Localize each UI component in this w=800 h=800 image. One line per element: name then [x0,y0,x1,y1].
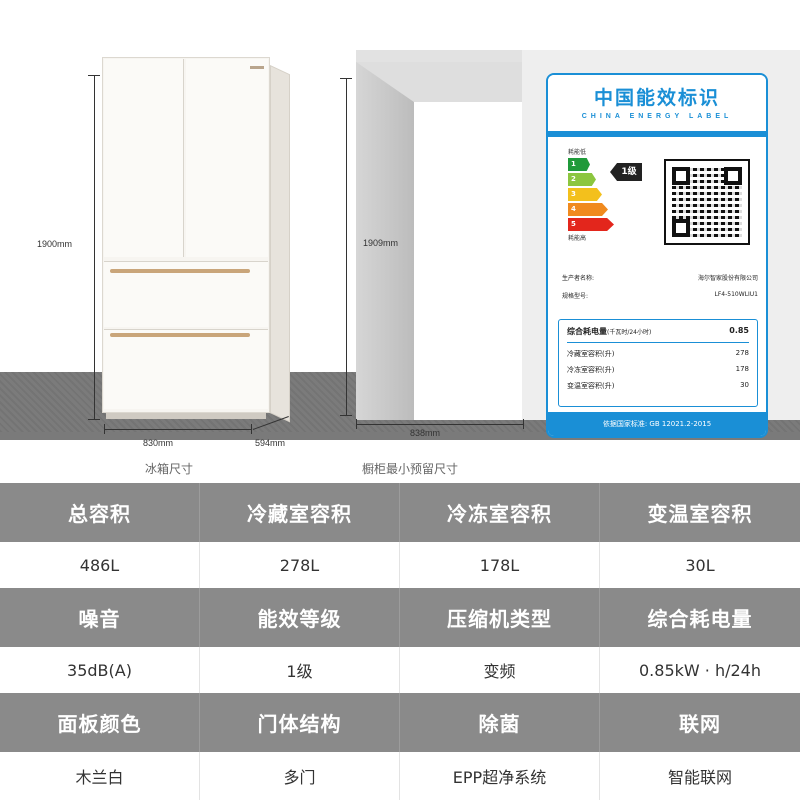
grade-bar-5: 5 [568,218,614,231]
model-label: 规格型号: [562,293,589,300]
drawer-handle [110,269,250,273]
freezer-volume-label: 冷冻室容积(升) [567,366,615,374]
energy-label-band [548,131,766,137]
spec-header-total-capacity: 总容积 [0,483,200,542]
energy-label-title: 中国能效标识 [593,87,720,109]
qr-code-icon [664,159,750,245]
spec-value-energy-grade: 1级 [200,647,400,693]
spec-value-sterilization: EPP超净系统 [400,752,600,800]
cabinet-inner-left [356,62,414,420]
energy-data-box: 综合耗电量(千瓦时/24小时) 0.85 冷藏室容积(升) 278 冷冻室容积(… [558,319,758,407]
cabinet-dimensions-caption: 橱柜最小预留尺寸 [362,462,459,476]
spec-value-compressor: 变频 [400,647,600,693]
cabinet-height-label: 1909mm [363,238,399,248]
china-energy-label: 中国能效标识 CHINA ENERGY LABEL 耗能低 1 2 3 4 5 … [546,73,768,438]
spec-header-panel-color: 面板颜色 [0,693,200,752]
grade-bar-4: 4 [568,203,608,216]
spec-header-row: 面板颜色 门体结构 除菌 联网 [0,693,800,752]
qr-finder [724,167,742,185]
fridge-width-tick-left [104,424,105,434]
fridge-dimensions-caption: 冰箱尺寸 [145,462,194,476]
grade-bar-3: 3 [568,188,602,201]
fridge-width-tick-right [251,424,252,434]
fridge-depth-label: 594mm [255,438,286,448]
consumption-value: 0.85 [729,326,749,335]
scale-high-text: 耗能高 [568,235,587,242]
qr-finder [672,219,690,237]
grade-bar-1: 1 [568,158,590,171]
product-illustration: 1900mm 830mm 594mm 1909mm 838mm [0,50,800,483]
cabinet-opening [414,102,522,420]
fridge-drawer-upper [104,261,268,327]
spec-value-panel-color: 木兰白 [0,752,200,800]
fridge-height-tick-bottom [88,419,100,420]
qr-finder [672,167,690,185]
spec-header-compressor: 压缩机类型 [400,588,600,647]
fridge-volume-value: 278 [735,349,749,357]
energy-label-subtitle: CHINA ENERGY LABEL [581,113,733,120]
fridge-width-line [104,429,252,430]
fridge-left-door [104,59,184,257]
energy-label-meta: 生产者名称: 海尔智家股份有限公司 规格型号: LF4-510WLIU1 [562,273,758,309]
variable-volume-value: 30 [740,381,749,389]
cabinet-height-tick-bottom [340,415,352,416]
variable-volume-label: 变温室容积(升) [567,382,615,390]
spec-header-noise: 噪音 [0,588,200,647]
spec-header-energy-grade: 能效等级 [200,588,400,647]
spec-header-row: 总容积 冷藏室容积 冷冻室容积 变温室容积 [0,483,800,542]
energy-label-header: 中国能效标识 CHINA ENERGY LABEL [548,75,766,131]
fridge-height-tick-top [88,75,100,76]
spec-value-total-capacity: 486L [0,542,200,588]
grade-indicator: 1级 [610,163,642,181]
cabinet-width-label: 838mm [410,428,441,438]
spec-value-variable-capacity: 30L [685,555,715,575]
brand-logo-mark [250,66,264,69]
fridge-base [106,413,266,419]
cabinet-height-tick-top [340,78,352,79]
spec-header-fridge-capacity: 冷藏室容积 [200,483,400,542]
manufacturer-value: 海尔智家股份有限公司 [697,275,758,282]
spec-value-row: 35dB(A) 1级 变频 0.85kW · h/24h [0,647,800,693]
fridge-image [102,57,290,423]
spec-value-row: 木兰白 多门 EPP超净系统 智能联网 [0,752,800,800]
spec-value-row: 486L 278L 178L 30L [0,542,800,588]
floor-bottom-band [0,440,800,483]
consumption-unit: (千瓦时/24小时) [607,329,652,336]
cabinet-width-line [356,424,524,425]
consumption-label: 综合耗电量 [567,327,607,336]
freezer-volume-value: 178 [735,365,749,373]
spec-value-fridge-capacity: 278L [200,542,400,588]
spec-table: 总容积 冷藏室容积 冷冻室容积 变温室容积 486L 278L 178L 30L… [0,483,800,800]
cabinet-width-tick-right [523,419,524,429]
grade-bar-2: 2 [568,173,596,186]
spec-value-door-structure: 多门 [200,752,400,800]
spec-value-power-consumption: 0.85kW · h/24h [639,660,761,680]
scale-low-text: 耗能低 [568,149,587,156]
spec-header-network: 联网 [679,712,721,736]
fridge-side [270,65,290,423]
spec-value-freezer-capacity: 178L [400,542,600,588]
fridge-right-door [186,59,268,257]
fridge-drawer-lower [104,329,268,409]
spec-value-network: 智能联网 [667,768,732,787]
cabinet-width-tick-left [356,419,357,429]
spec-value-noise: 35dB(A) [0,647,200,693]
manufacturer-label: 生产者名称: [562,275,595,282]
model-value: LF4-510WLIU1 [714,291,758,298]
spec-header-sterilization: 除菌 [400,693,600,752]
energy-grade-scale: 耗能低 1 2 3 4 5 耗能高 [568,147,638,242]
spec-header-row: 噪音 能效等级 压缩机类型 综合耗电量 [0,588,800,647]
cabinet-height-line [346,78,347,416]
fridge-width-label: 830mm [143,438,174,448]
spec-header-freezer-capacity: 冷冻室容积 [400,483,600,542]
fridge-volume-label: 冷藏室容积(升) [567,350,615,358]
spec-header-variable-capacity: 变温室容积 [647,502,753,526]
drawer-handle [110,333,250,337]
energy-label-standard: 依据国家标准: GB 12021.2-2015 [548,412,766,436]
fridge-height-label: 1900mm [37,239,73,249]
fridge-height-line [94,75,95,420]
spec-header-door-structure: 门体结构 [200,693,400,752]
spec-header-power-consumption: 综合耗电量 [647,607,753,631]
